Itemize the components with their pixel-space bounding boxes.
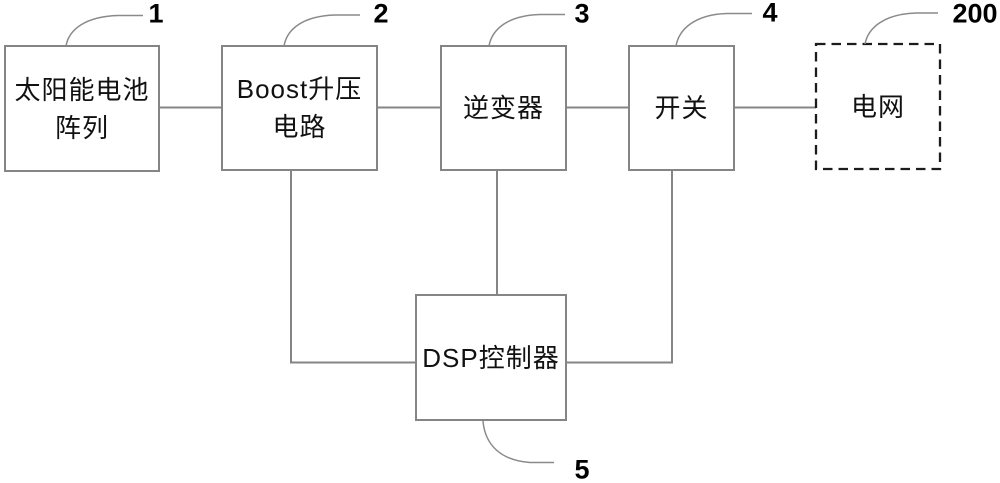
ref-label-inverter: 3 [574,0,590,29]
ref-label-boost: 2 [373,0,389,29]
leader-line-200 [864,12,938,45]
block-switch-label: 开关 [654,93,709,123]
connector-boost-to-dsp [290,170,415,364]
leader-line-4 [675,12,752,47]
block-dsp-label: DSP控制器 [422,342,560,373]
block-solar-array-label-line1: 太阳能电池 [14,74,150,105]
block-boost-label-line2: 电路 [272,112,327,142]
ref-label-dsp: 5 [574,454,590,483]
leader-line-2 [283,14,360,47]
leader-line-1 [65,14,143,47]
power-grid-dashed-border [814,42,942,171]
block-power-grid: 电网 [815,43,941,170]
block-dsp-controller: DSP控制器 [415,294,567,421]
block-inverter: 逆变器 [440,45,567,171]
block-solar-array: 太阳能电池 阵列 [4,45,160,172]
block-inverter-label: 逆变器 [462,93,544,123]
block-solar-array-label-line2: 阵列 [54,112,109,143]
ref-label-switch: 4 [762,0,778,28]
ref-label-grid: 200 [952,0,998,29]
leader-line-5 [482,420,554,464]
block-boost-label-line1: Boost升压 [236,74,363,104]
ref-label-solar-array: 1 [148,0,164,29]
block-power-grid-label: 电网 [850,91,905,122]
leader-line-3 [488,13,565,47]
block-switch: 开关 [628,45,735,171]
block-boost-circuit: Boost升压 电路 [221,45,378,171]
connector-switch-to-dsp [567,170,673,364]
